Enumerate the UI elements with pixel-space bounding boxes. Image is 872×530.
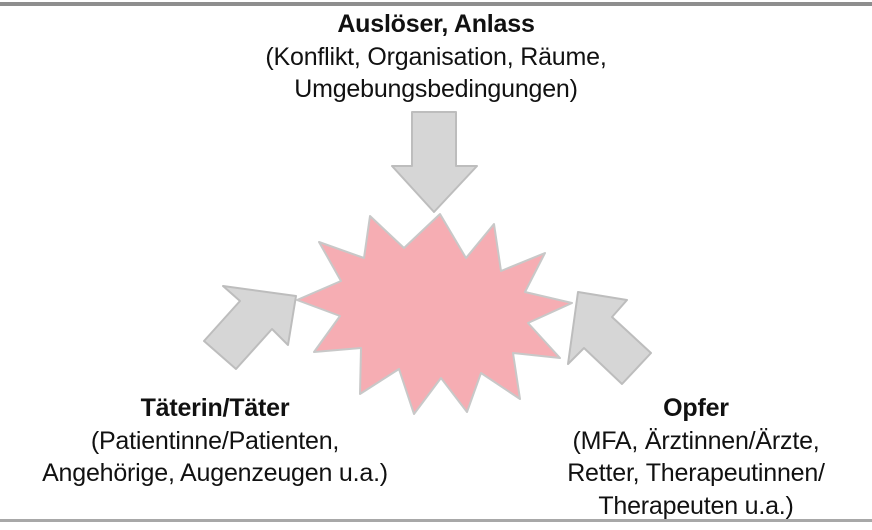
victim-title: Opfer	[663, 394, 729, 422]
victim-label-block: Opfer (MFA, Ärztinnen/Ärzte, Retter, The…	[478, 392, 872, 522]
arrow-down-icon	[391, 111, 478, 213]
trigger-line-2: Umgebungsbedingungen)	[294, 75, 578, 103]
top-divider-rule	[0, 2, 872, 6]
trigger-title: Auslöser, Anlass	[337, 10, 535, 38]
starburst-icon	[296, 213, 573, 415]
victim-line-3: Therapeuten u.a.)	[598, 491, 794, 520]
trigger-line-1: (Konflikt, Organisation, Räume,	[265, 42, 607, 71]
perpetrator-title: Täterin/Täter	[140, 394, 290, 422]
trigger-label-block: Auslöser, Anlass (Konflikt, Organisation…	[0, 8, 872, 106]
arrow-up-right-icon	[203, 285, 297, 370]
perpetrator-line-2: Angehörige, Augenzeugen u.a.)	[42, 459, 388, 487]
perpetrator-label-block: Täterin/Täter (Patientinne/Patienten, An…	[0, 392, 430, 490]
victim-line-1: (MFA, Ärztinnen/Ärzte,	[572, 426, 820, 455]
victim-line-2: Retter, Therapeutinnen/	[567, 459, 825, 487]
perpetrator-line-1: (Patientinne/Patienten,	[90, 426, 340, 455]
arrow-up-left-icon	[567, 291, 652, 385]
bottom-divider-rule	[0, 519, 872, 522]
